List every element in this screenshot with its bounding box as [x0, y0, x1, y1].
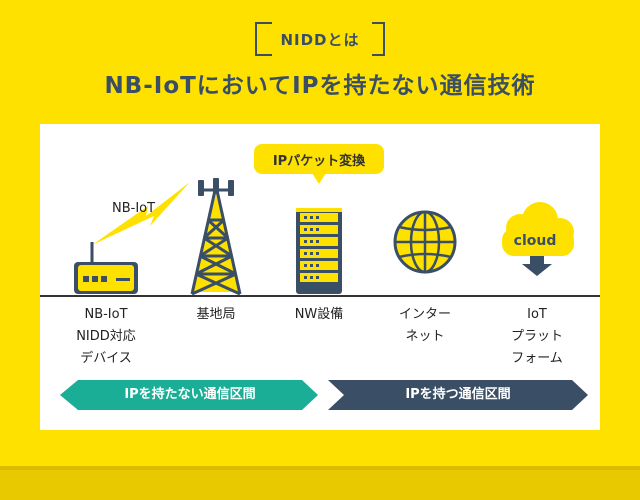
- segment-label-with-ip: IPを持つ通信区間: [405, 387, 511, 402]
- ip-conversion-bubble-text: IPパケット変換: [272, 153, 366, 169]
- segment-label-without-ip: IPを持たない通信区間: [124, 387, 256, 402]
- node-label-device: NB-IoT NIDD対応 デバイス: [76, 307, 136, 366]
- node-label-internet: インター ネット: [398, 307, 451, 344]
- diagram-panel: IPパケット変換 NB-IoT cloud NB-IoT NIDD対応 デバイス…: [40, 124, 600, 430]
- header-tag: NIDDとは: [255, 20, 385, 58]
- device-icon: [74, 242, 138, 294]
- bottom-band: [0, 466, 640, 500]
- download-arrow-icon: [522, 256, 552, 276]
- antenna-icon: [198, 178, 234, 196]
- nb-iot-link-label: NB-IoT: [112, 201, 156, 216]
- page-title: NB-IoTにおいてIPを持たない通信技術: [104, 73, 536, 99]
- node-label-nw-equipment: NW設備: [294, 307, 344, 322]
- segment-banner-with-ip: [328, 380, 588, 410]
- cloud-icon: [502, 202, 574, 256]
- ip-conversion-bubble: IPパケット変換: [254, 144, 384, 174]
- base-station-tower-icon: [190, 185, 242, 296]
- globe-icon: [393, 210, 457, 274]
- bubble-tail: [312, 173, 326, 184]
- diagram-graphics: [40, 173, 600, 410]
- segment-banner-without-ip: [60, 380, 318, 410]
- cloud-label: cloud: [513, 233, 557, 249]
- node-label-base-station: 基地局: [196, 307, 236, 322]
- node-label-iot-platform: IoT プラット フォーム: [510, 307, 563, 366]
- lightning-bolt-icon: [92, 182, 190, 245]
- header-tag-text: NIDDとは: [280, 30, 360, 49]
- server-rack-icon: [296, 208, 342, 294]
